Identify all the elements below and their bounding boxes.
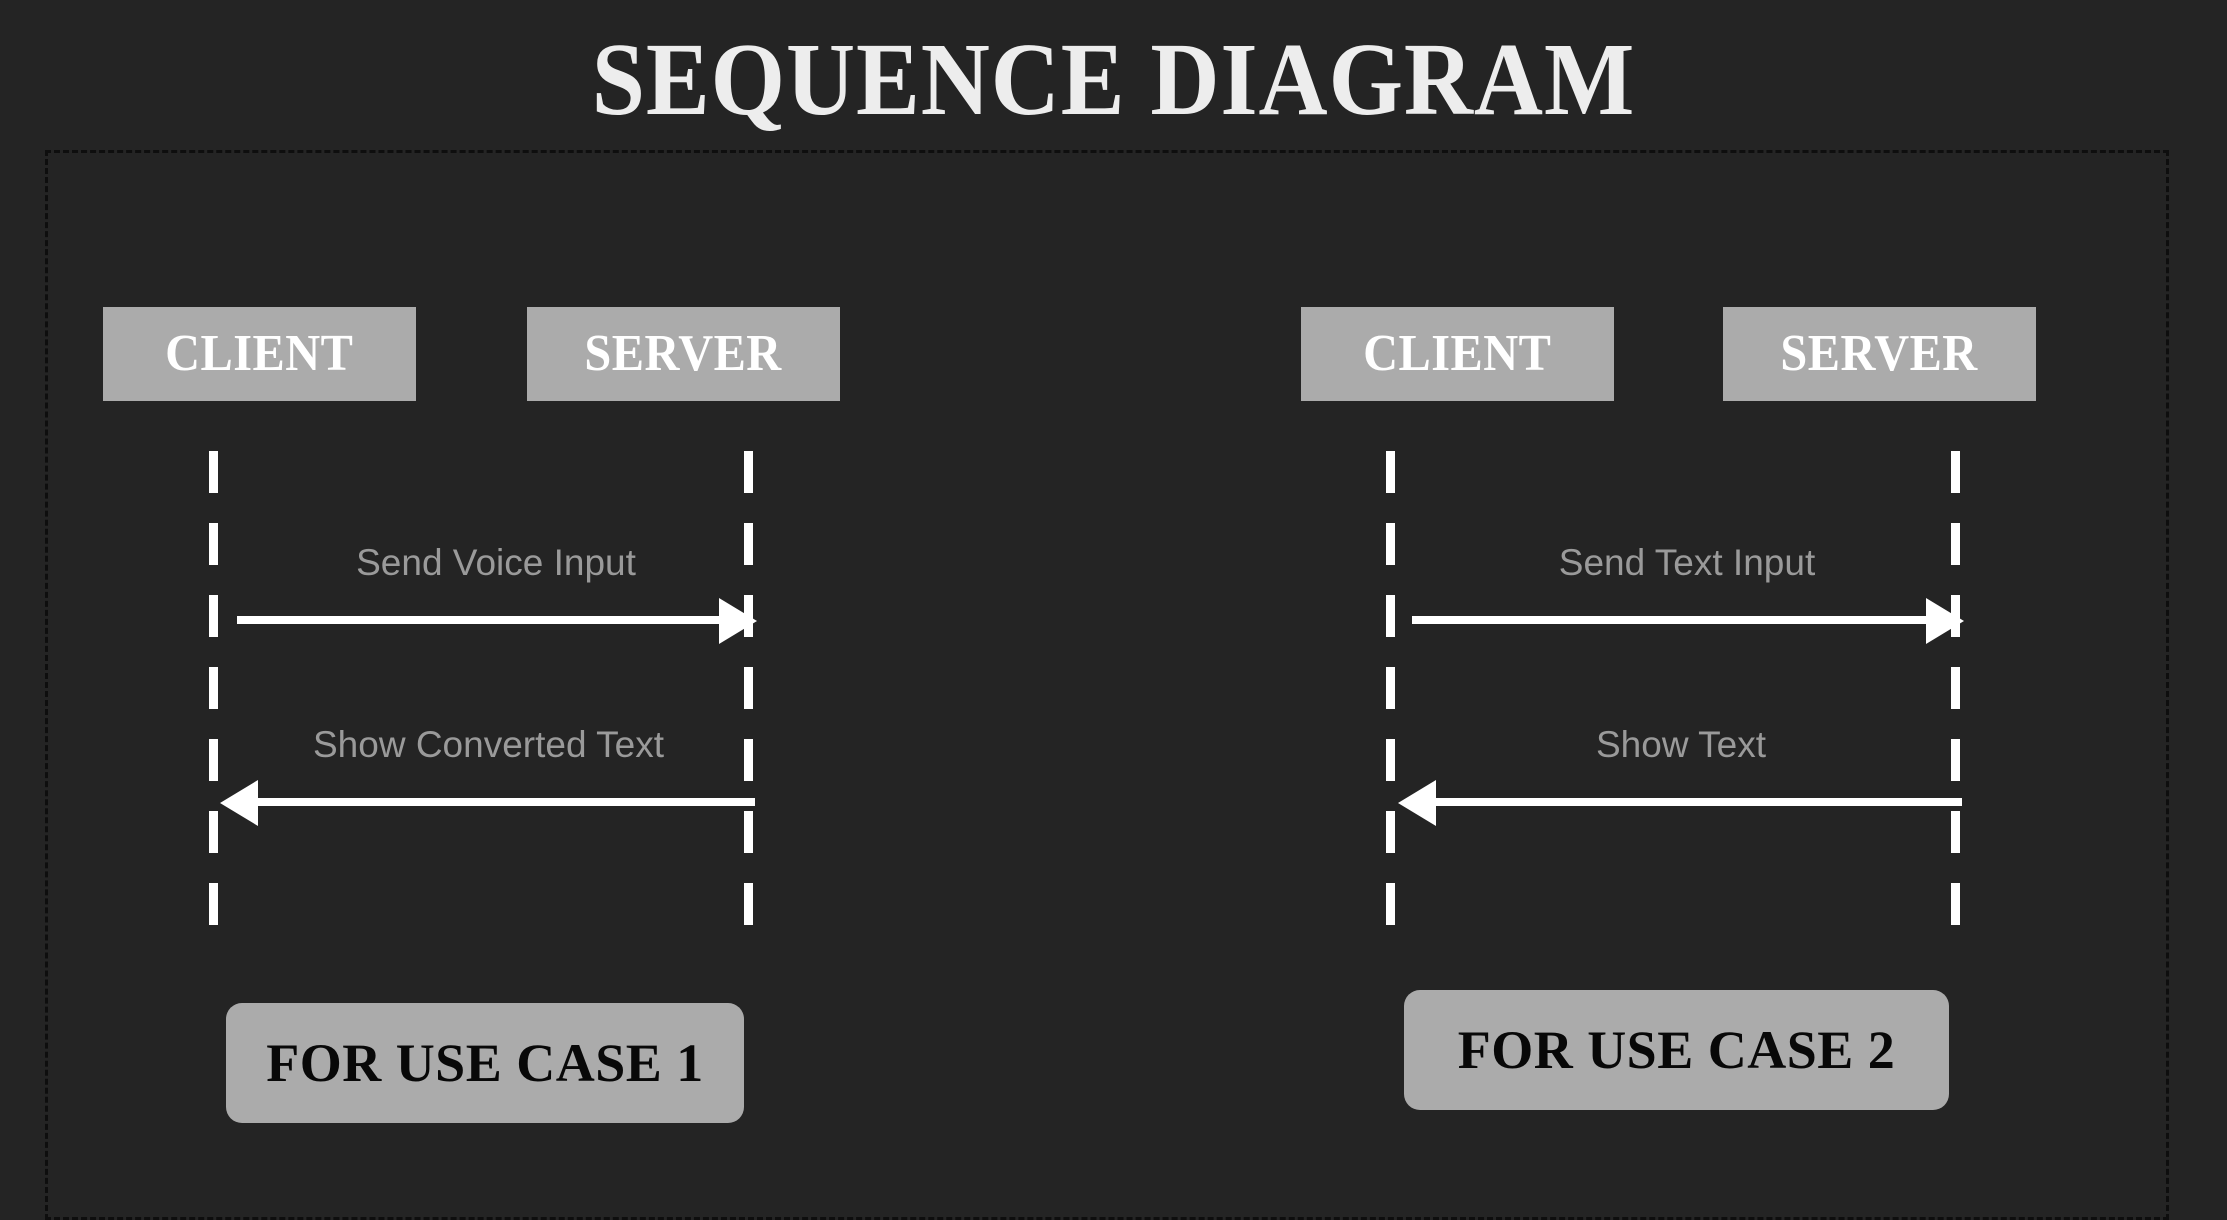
actor-box-client-2[interactable]: CLIENT xyxy=(1301,307,1614,401)
actor-label-client-1: CLIENT xyxy=(165,325,354,382)
message-label-2-2: Show Text xyxy=(1595,724,1767,766)
arrow-head-right-icon xyxy=(1926,598,1964,644)
arrow-shaft xyxy=(1412,616,1926,624)
arrow-head-left-icon xyxy=(220,780,258,826)
actor-label-server-1: SERVER xyxy=(584,325,783,382)
arrow-shaft xyxy=(258,798,755,806)
actor-box-client-1[interactable]: CLIENT xyxy=(103,307,416,401)
lifeline-client-2 xyxy=(1386,451,1395,953)
usecase-pill-2[interactable]: FOR USE CASE 2 xyxy=(1404,990,1949,1110)
actor-label-client-2: CLIENT xyxy=(1363,325,1552,382)
message-label-1-1: Send Voice Input xyxy=(356,542,636,584)
actor-label-server-2: SERVER xyxy=(1780,325,1979,382)
message-label-1-2: Show Converted Text xyxy=(312,724,664,766)
arrow-head-left-icon xyxy=(1398,780,1436,826)
diagram-canvas: SEQUENCE DIAGRAM CLIENT SERVER Send Voic… xyxy=(45,22,2169,1220)
usecase-label-1: FOR USE CASE 1 xyxy=(266,1033,704,1093)
lifeline-server-1 xyxy=(744,451,753,953)
message-arrow-2-2 xyxy=(1398,780,1962,826)
arrow-shaft xyxy=(237,616,719,624)
message-arrow-2-1 xyxy=(1412,598,1964,644)
message-arrow-1-1 xyxy=(237,598,757,644)
message-arrow-1-2 xyxy=(220,780,755,826)
lifeline-client-1 xyxy=(209,451,218,953)
page-title: SEQUENCE DIAGRAM xyxy=(591,22,1636,137)
lifeline-server-2 xyxy=(1951,451,1960,953)
arrow-shaft xyxy=(1436,798,1962,806)
arrow-head-right-icon xyxy=(719,598,757,644)
usecase-label-2: FOR USE CASE 2 xyxy=(1457,1020,1896,1080)
usecase-pill-1[interactable]: FOR USE CASE 1 xyxy=(226,1003,744,1123)
actor-box-server-1[interactable]: SERVER xyxy=(527,307,840,401)
message-label-2-1: Send Text Input xyxy=(1558,542,1816,584)
actor-box-server-2[interactable]: SERVER xyxy=(1723,307,2036,401)
